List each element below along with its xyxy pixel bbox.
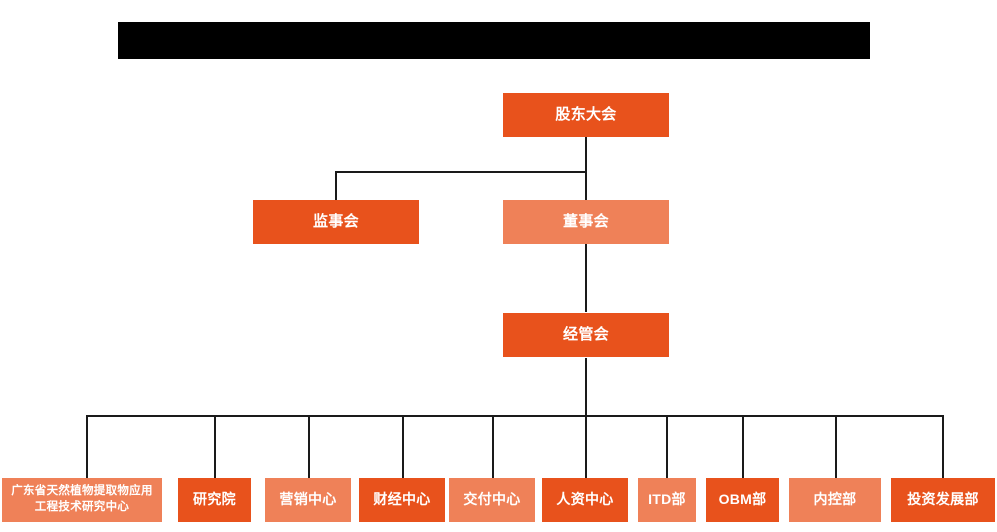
connector-dept-leg-6 — [585, 415, 587, 478]
node-department-8[interactable]: OBM部 — [706, 478, 779, 522]
node-department-9-label: 内控部 — [813, 491, 857, 508]
node-department-10[interactable]: 投资发展部 — [891, 478, 995, 522]
node-board-of-supervisors[interactable]: 监事会 — [253, 200, 419, 244]
node-department-2[interactable]: 研究院 — [178, 478, 251, 522]
node-department-5[interactable]: 交付中心 — [449, 478, 535, 522]
node-department-1-label: 广东省天然植物提取物应用工程技术研究中心 — [11, 485, 153, 513]
node-department-1[interactable]: 广东省天然植物提取物应用工程技术研究中心 — [2, 478, 162, 522]
node-department-7-label: ITD部 — [648, 491, 686, 508]
connector-shareholders-down — [585, 137, 587, 173]
connector-dept-leg-3 — [308, 415, 310, 478]
node-department-4[interactable]: 财经中心 — [359, 478, 445, 522]
node-department-3-label: 营销中心 — [279, 491, 337, 508]
redacted-title-banner — [118, 22, 870, 59]
connector-department-bus — [86, 415, 944, 417]
connector-directors-to-management — [585, 244, 587, 312]
node-board-of-directors-label: 董事会 — [563, 212, 609, 230]
node-department-8-label: OBM部 — [718, 491, 767, 508]
node-department-9[interactable]: 内控部 — [789, 478, 881, 522]
connector-dept-leg-7 — [666, 415, 668, 478]
connector-dept-leg-1 — [86, 415, 88, 478]
connector-supervisors-drop — [335, 171, 337, 200]
node-department-6[interactable]: 人资中心 — [542, 478, 628, 522]
node-management-committee-label: 经管会 — [563, 325, 609, 343]
node-shareholders-meeting[interactable]: 股东大会 — [503, 93, 669, 137]
node-department-4-label: 财经中心 — [373, 491, 431, 508]
node-board-of-directors[interactable]: 董事会 — [503, 200, 669, 244]
connector-shareholders-bus — [335, 171, 587, 173]
connector-dept-leg-4 — [402, 415, 404, 478]
connector-dept-leg-2 — [214, 415, 216, 478]
connector-dept-leg-8 — [742, 415, 744, 478]
node-department-7[interactable]: ITD部 — [638, 478, 696, 522]
connector-management-down — [585, 358, 587, 416]
node-board-of-supervisors-label: 监事会 — [313, 212, 359, 230]
node-shareholders-meeting-label: 股东大会 — [555, 105, 617, 123]
node-department-2-label: 研究院 — [193, 491, 236, 508]
connector-dept-leg-9 — [835, 415, 837, 478]
node-department-6-label: 人资中心 — [556, 491, 614, 508]
connector-dept-leg-5 — [492, 415, 494, 478]
node-department-3[interactable]: 营销中心 — [265, 478, 351, 522]
connector-dept-leg-10 — [942, 415, 944, 478]
node-department-10-label: 投资发展部 — [907, 491, 979, 508]
node-department-5-label: 交付中心 — [463, 491, 521, 508]
connector-directors-drop — [585, 171, 587, 200]
node-management-committee[interactable]: 经管会 — [503, 313, 669, 357]
